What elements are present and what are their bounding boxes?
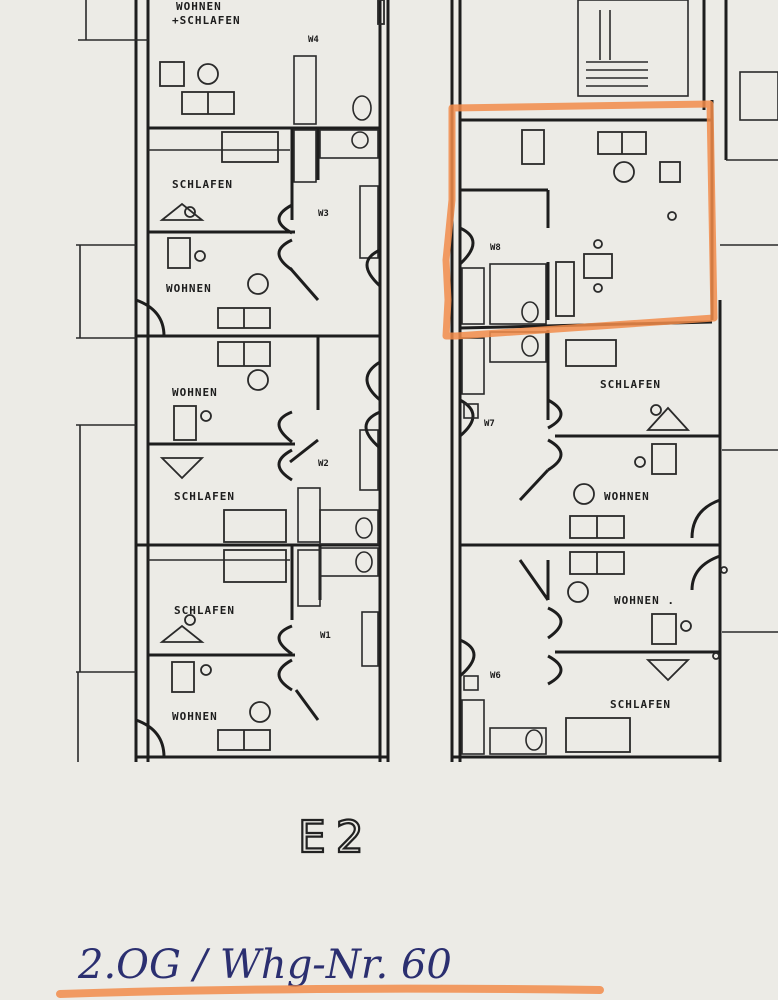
room-label: WOHNEN <box>166 282 212 295</box>
room-label: WOHNEN <box>172 710 218 723</box>
unit-label: W3 <box>318 209 329 219</box>
room-label: SCHLAFEN <box>610 698 671 711</box>
right-wing <box>450 0 778 762</box>
unit-label: W1 <box>320 631 331 641</box>
unit-label: W6 <box>490 671 501 681</box>
room-label: SCHLAFEN <box>174 604 235 617</box>
room-label: WOHNEN <box>604 490 650 503</box>
room-label: SCHLAFEN <box>174 490 235 503</box>
unit-label: W2 <box>318 459 329 469</box>
unit-label: W8 <box>490 243 501 253</box>
unit-label: W4 <box>308 35 319 45</box>
handwritten-note: 2.OG / Whg-Nr. 60 <box>77 942 452 988</box>
room-label: WOHNEN <box>176 0 222 13</box>
note-highlight-stroke <box>56 984 604 998</box>
room-label: SCHLAFEN <box>600 378 661 391</box>
room-label: WOHNEN . <box>614 594 675 607</box>
unit-label: W7 <box>484 419 495 429</box>
room-label: WOHNEN <box>172 386 218 399</box>
room-label: +SCHLAFEN <box>172 14 241 27</box>
left-wing <box>76 0 390 762</box>
room-label: SCHLAFEN <box>172 178 233 191</box>
highlight-outline <box>442 100 718 340</box>
block-label: E2 <box>298 812 374 863</box>
